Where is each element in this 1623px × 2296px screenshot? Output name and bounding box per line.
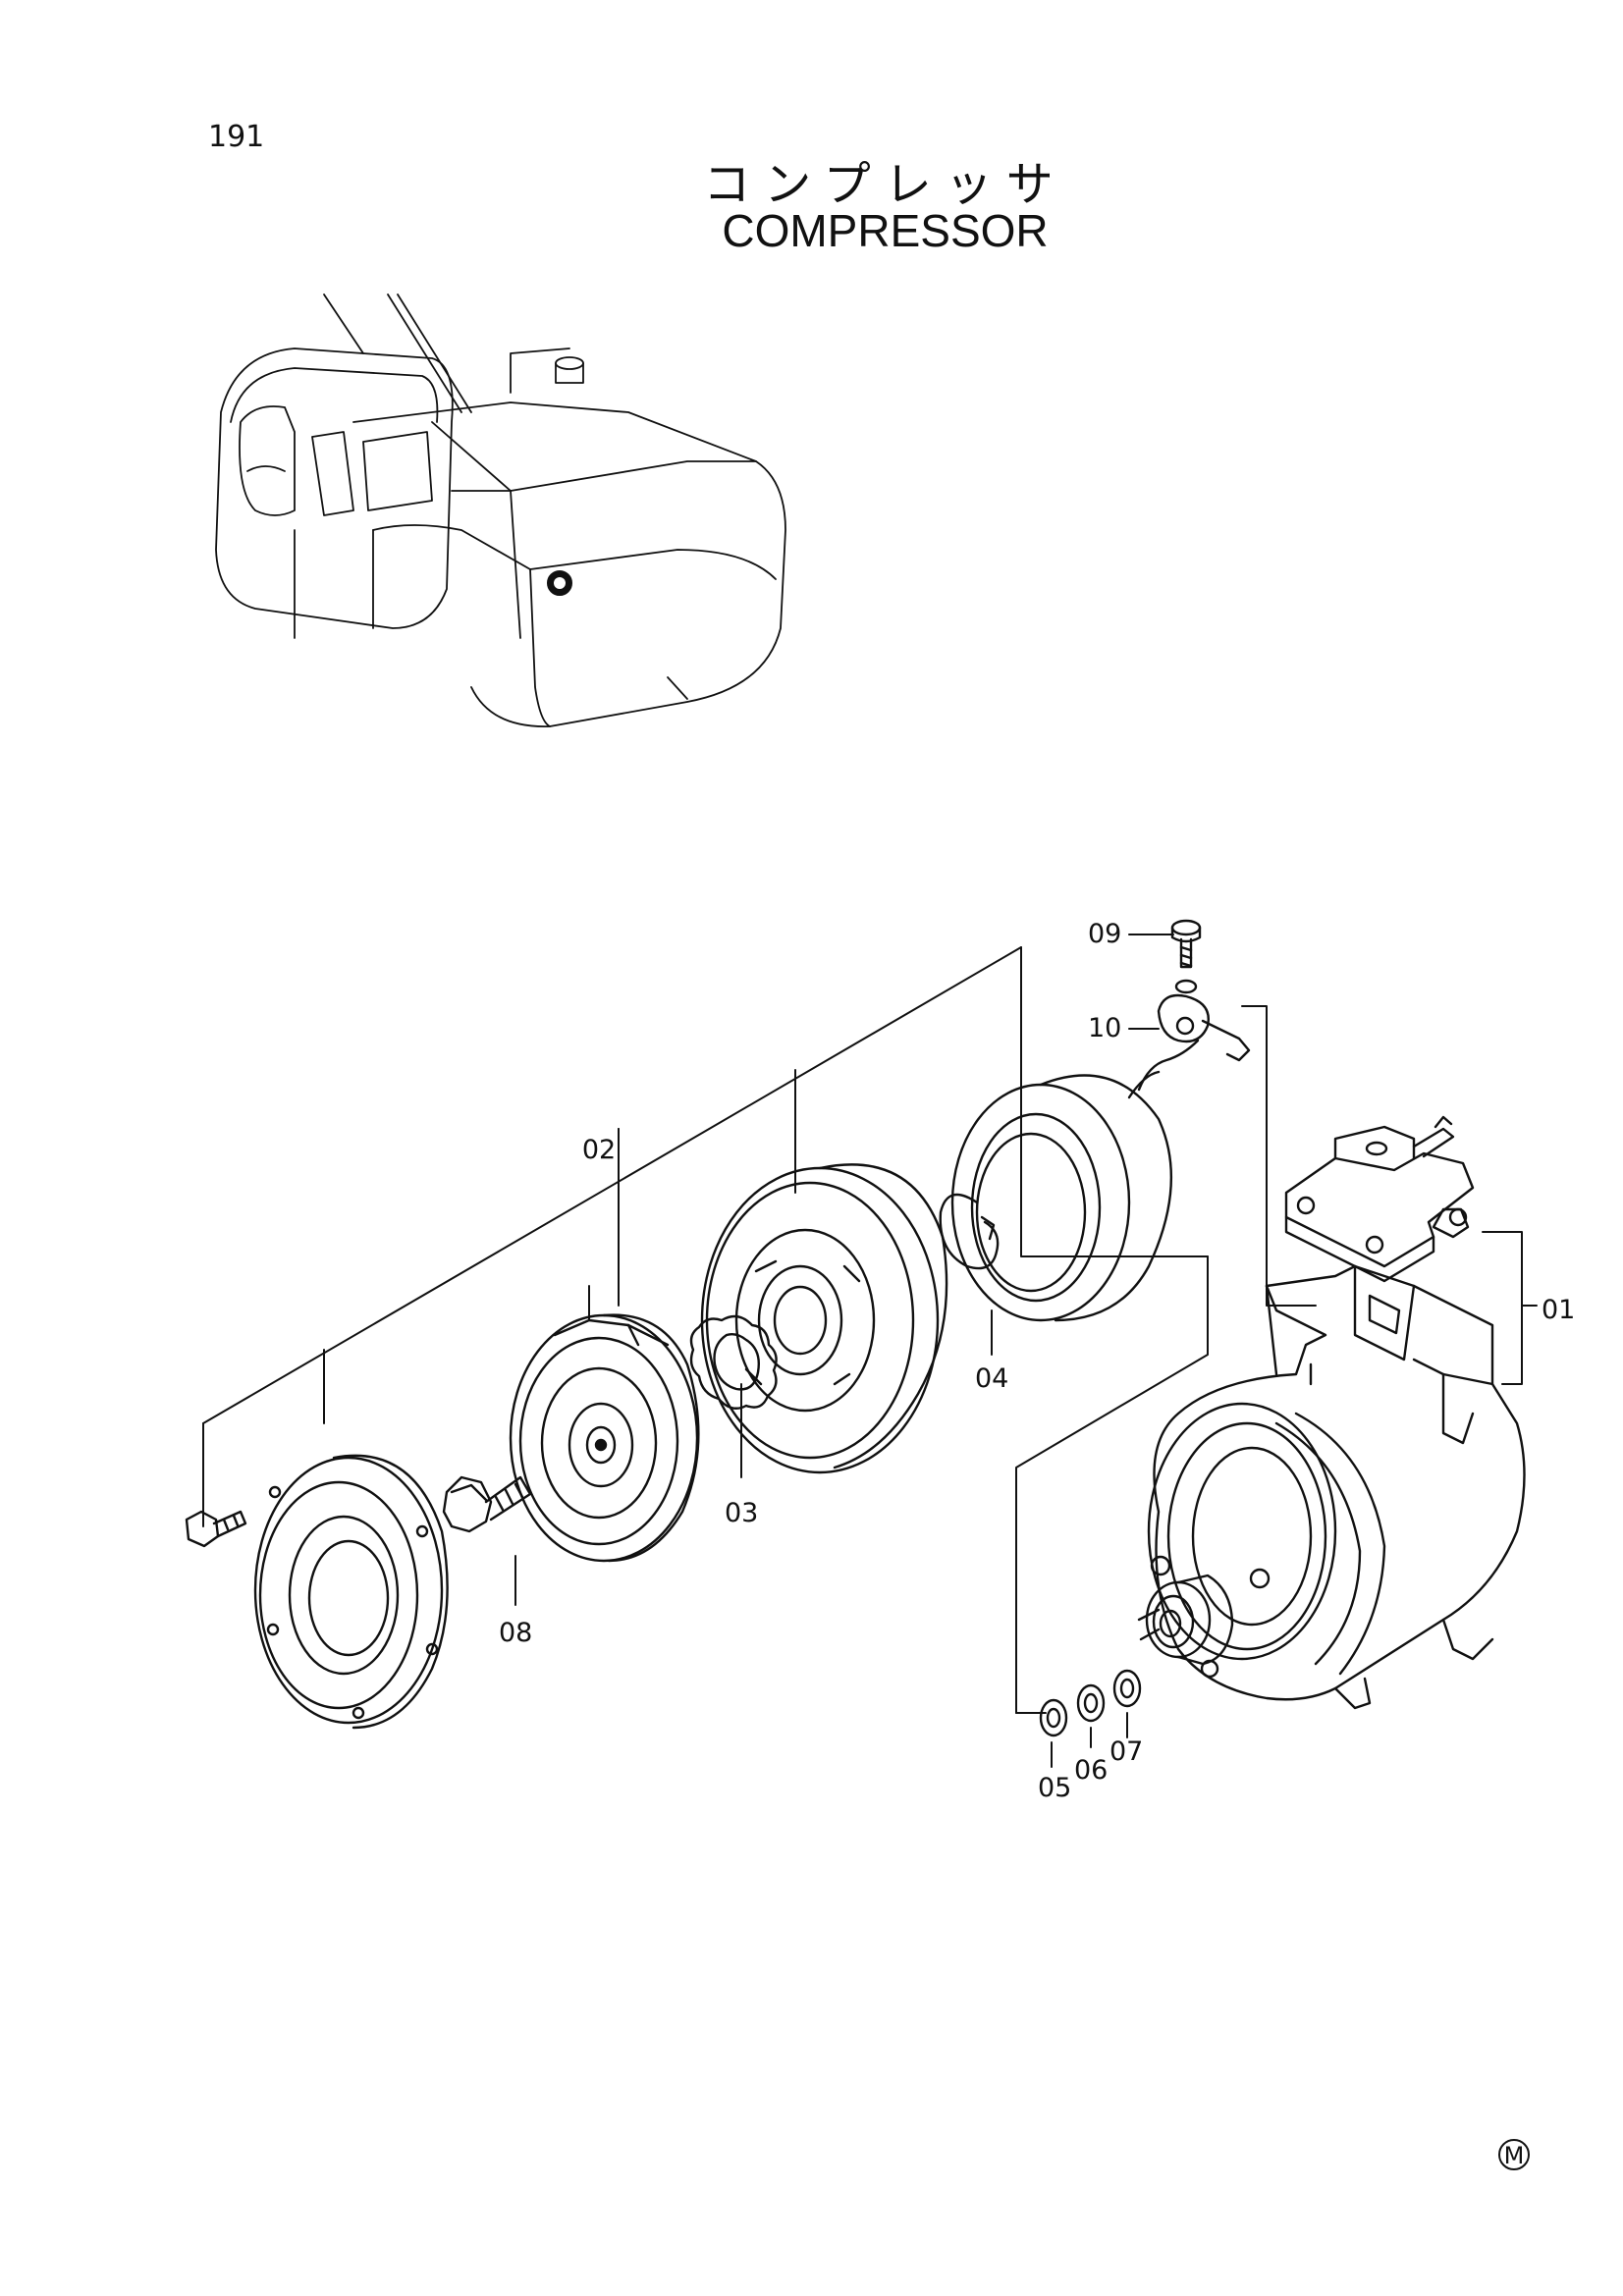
part-02-pulley <box>700 1163 948 1474</box>
callout-10: 10 <box>1088 1013 1121 1043</box>
callout-06: 06 <box>1074 1755 1108 1786</box>
part-02-bolt <box>185 1510 247 1548</box>
washers-05-06-07 <box>1039 1669 1142 1737</box>
part-08-bolt <box>442 1475 532 1533</box>
callout-08: 08 <box>499 1618 532 1648</box>
part-10-harness <box>1127 979 1251 1099</box>
callout-labels: 02 01 03 04 05 06 07 08 09 10 <box>499 919 1575 1803</box>
leader-lines <box>202 934 1538 1768</box>
part-01-compressor <box>1137 1115 1526 1710</box>
title-english: COMPRESSOR <box>722 205 1049 256</box>
maker-mark: M <box>1498 2139 1530 2170</box>
callout-07: 07 <box>1109 1736 1143 1767</box>
part-03-shim <box>689 1314 778 1410</box>
callout-02: 02 <box>582 1135 616 1165</box>
callout-01: 01 <box>1542 1295 1575 1325</box>
excavator-locator-illustration <box>215 294 786 727</box>
part-02-armature <box>509 1313 700 1563</box>
part-02-front-plate <box>253 1454 449 1730</box>
part-09-screw <box>1170 919 1202 969</box>
title-japanese: コンプレッサ <box>703 157 1067 212</box>
callout-05: 05 <box>1038 1773 1071 1803</box>
callout-03: 03 <box>725 1498 758 1528</box>
callout-04: 04 <box>975 1363 1008 1394</box>
callout-09: 09 <box>1088 919 1121 949</box>
maker-mark-letter: M <box>1504 2142 1525 2169</box>
part-04-coil <box>939 1074 1172 1322</box>
page-number: 191 <box>208 120 265 154</box>
